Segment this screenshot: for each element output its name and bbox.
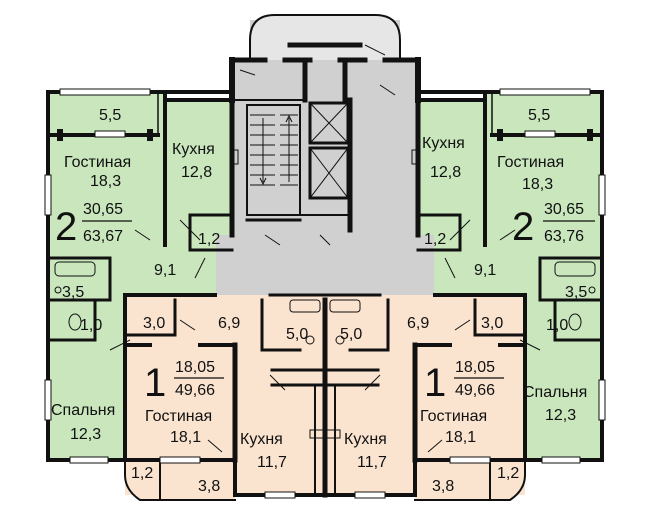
bathtub-icon [54,261,96,277]
hall-area: 9,1 [154,262,176,279]
wc-area: 1,2 [198,231,220,248]
living-area: 30,65 [83,201,123,218]
kitchen-name: Кухня [422,135,465,152]
toilet-area: 1,0 [546,317,568,334]
bathtub-icon [329,299,361,313]
bath-area: 3,5 [62,284,84,301]
apt-right-2-labels: 5,5 Гостиная 18,3 2 30,65 63,76 Кухня 12… [422,107,595,424]
kitchen-area: 12,8 [181,164,212,181]
sink-icon [335,335,345,345]
living-room-area: 18,1 [170,429,201,446]
hall-area: 6,9 [407,315,429,332]
bedroom-area: 12,3 [545,407,576,424]
kitchen-name: Кухня [344,431,387,448]
living-room-area: 18,3 [90,173,121,190]
apt-left-2-fill [48,92,232,460]
kitchen-area: 12,8 [430,164,461,181]
total-area: 63,67 [83,228,123,245]
loggia-right-fill [415,460,525,500]
kitchen-area: 11,7 [257,454,287,471]
toilet-area: 1,0 [80,317,102,334]
bathtub-icon [554,261,596,277]
hall-area: 9,1 [474,262,496,279]
loggia-left-fill [125,460,235,500]
bath-area: 3,5 [565,284,587,301]
balcony-area: 5,5 [528,107,550,124]
apt-left-1-fill [125,295,325,495]
bedroom-name: Спальня [523,384,587,401]
total-area: 49,66 [455,382,495,399]
loggia-area: 3,8 [432,478,454,495]
stair-steps [250,114,298,186]
apt-right-2-fill [418,92,602,460]
sink-icon [54,286,62,294]
room-fills [48,15,602,500]
apt-right-1-labels: 3,0 6,9 5,0 1 18,05 49,66 Гостиная 18,1 … [340,315,519,495]
top-balcony-fill [250,15,400,60]
kitchen-area: 11,7 [357,454,387,471]
room-count: 2 [55,205,77,249]
bath-area: 3,0 [481,315,503,332]
living-room-name: Гостиная [420,408,487,425]
living-room-area: 18,3 [522,176,553,193]
fixtures [54,44,596,453]
kitchen-name: Кухня [240,431,283,448]
apt-left-2-labels: 5,5 Гостиная 18,3 2 30,65 63,67 Кухня 12… [51,107,220,443]
living-room-name: Гостиная [497,154,564,171]
loggia-area: 3,8 [198,478,220,495]
living-area: 30,65 [544,201,584,218]
room-count: 1 [424,361,446,405]
hall-area: 6,9 [218,315,240,332]
bedroom-name: Спальня [51,402,115,419]
kitchen-name: Кухня [172,141,215,158]
room-count: 1 [144,361,166,405]
wc-area: 5,0 [340,326,362,343]
living-room-name: Гостиная [145,408,212,425]
bedroom-area: 12,3 [70,426,101,443]
total-area: 63,76 [544,228,584,245]
bathtub-icon [289,299,321,313]
living-room-area: 18,1 [445,429,476,446]
living-area: 18,05 [175,359,215,376]
balcony-small-area: 1,2 [131,465,153,482]
sink-icon [588,286,596,294]
bath-area: 3,0 [143,315,165,332]
room-count: 2 [512,205,534,249]
toilet-icon [568,313,582,331]
total-area: 49,66 [175,382,215,399]
living-area: 18,05 [455,359,495,376]
stove-icon [309,429,325,439]
stove-icon [325,429,341,439]
toilet-icon [68,313,82,331]
balcony-area: 5,5 [99,107,121,124]
core-fill [216,20,434,295]
stove-icon [411,149,421,165]
wc-area: 1,2 [424,231,446,248]
balcony-small-area: 1,2 [497,465,519,482]
living-room-name: Гостиная [64,154,131,171]
windows [44,88,606,499]
apt-left-1-labels: 3,0 6,9 5,0 1 18,05 49,66 Гостиная 18,1 … [131,315,308,495]
apt-right-1-fill [325,295,525,495]
stove-icon [229,149,239,165]
sink-icon [305,335,315,345]
wc-area: 5,0 [286,326,308,343]
